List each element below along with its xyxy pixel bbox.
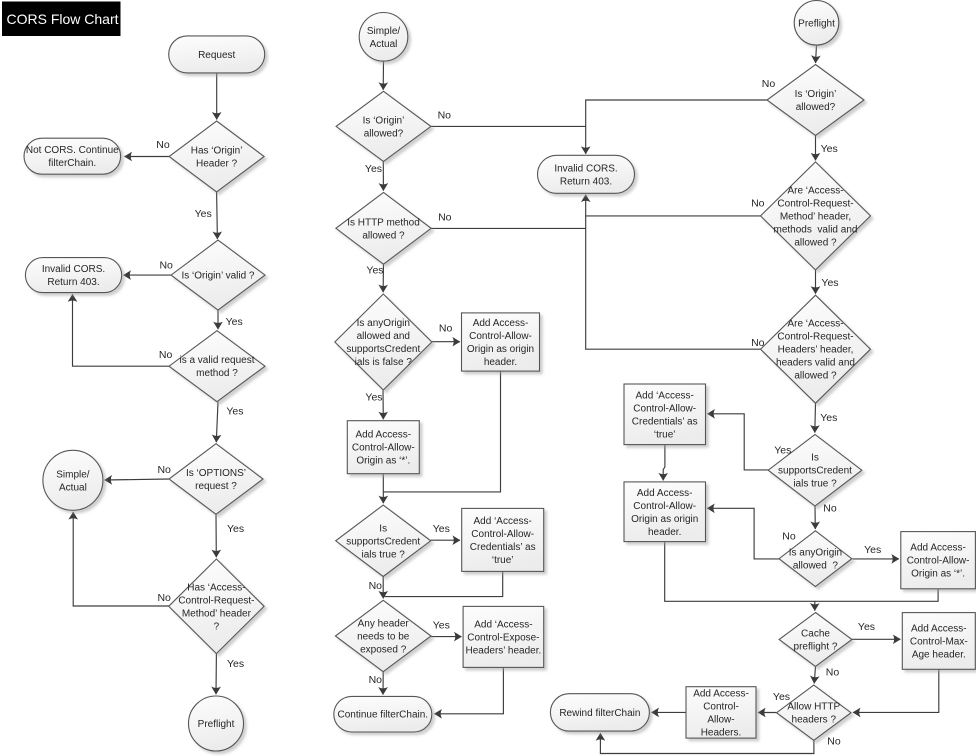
svg-text:Simple/Actual: Simple/Actual <box>367 26 401 50</box>
svg-text:Add Access-Control-Allow-Heade: Add Access-Control-Allow-Headers. <box>693 688 749 738</box>
svg-text:Yes: Yes <box>774 445 791 457</box>
svg-text:Add ‘Access-Control-Allow-Cred: Add ‘Access-Control-Allow-Credentials’ a… <box>632 390 698 440</box>
svg-text:Yes: Yes <box>773 691 790 703</box>
svg-text:Yes: Yes <box>365 391 382 403</box>
svg-text:Add Access-Control-Allow-Origi: Add Access-Control-Allow-Origin as origi… <box>631 488 698 538</box>
svg-text:Yes: Yes <box>195 208 212 220</box>
svg-text:Has ‘Origin’Header ?: Has ‘Origin’Header ? <box>191 146 243 170</box>
svg-text:Is ‘Origin’allowed?: Is ‘Origin’allowed? <box>795 89 837 113</box>
svg-text:No: No <box>751 198 765 210</box>
svg-text:CORS Flow Chart: CORS Flow Chart <box>7 11 119 27</box>
svg-text:Are ‘Access-Control-Request-Me: Are ‘Access-Control-Request-Method’ head… <box>774 185 858 248</box>
svg-text:Yes: Yes <box>226 316 243 328</box>
svg-text:No: No <box>159 349 173 361</box>
svg-text:Are ‘Access-Control-Request-He: Are ‘Access-Control-Request-Headers’ hea… <box>776 319 855 382</box>
svg-text:No: No <box>439 323 453 335</box>
svg-text:Rewind filterChain: Rewind filterChain <box>559 708 640 719</box>
svg-text:No: No <box>762 78 776 90</box>
svg-text:Add Access-Control-Allow-Origi: Add Access-Control-Allow-Origin as ‘*’. <box>907 543 970 580</box>
svg-text:Invalid CORS.Return 403.: Invalid CORS.Return 403. <box>554 163 617 187</box>
svg-text:Yes: Yes <box>227 523 244 535</box>
svg-text:Is ‘Origin’ valid ?: Is ‘Origin’ valid ? <box>182 271 255 282</box>
svg-text:Yes: Yes <box>821 143 838 155</box>
svg-text:No: No <box>156 139 170 151</box>
svg-text:No: No <box>826 666 840 678</box>
svg-text:No: No <box>369 580 383 592</box>
svg-text:Invalid CORS.Return 403.: Invalid CORS.Return 403. <box>42 264 105 288</box>
svg-text:No: No <box>159 259 173 271</box>
svg-text:Yes: Yes <box>433 620 450 632</box>
svg-text:Add Access-Control-Max-Age hea: Add Access-Control-Max-Age header. <box>910 624 968 661</box>
svg-text:Yes: Yes <box>820 412 837 424</box>
svg-text:Continue filterChain.: Continue filterChain. <box>337 710 428 721</box>
svg-text:Simple/Actual: Simple/Actual <box>56 469 90 493</box>
svg-text:Is ‘OPTIONS’request ?: Is ‘OPTIONS’request ? <box>186 468 246 492</box>
svg-text:No: No <box>751 337 765 349</box>
svg-text:Add Access-Control-Allow-Origi: Add Access-Control-Allow-Origin as ‘*’. <box>352 430 415 467</box>
svg-text:Yes: Yes <box>433 523 450 535</box>
svg-text:Yes: Yes <box>864 544 881 556</box>
svg-text:No: No <box>369 674 383 686</box>
svg-text:Add ‘Access-Control-Allow-Cred: Add ‘Access-Control-Allow-Credentials’ a… <box>470 516 536 566</box>
svg-text:No: No <box>157 464 171 476</box>
svg-text:Is ‘Origin’allowed?: Is ‘Origin’allowed? <box>363 115 405 139</box>
svg-text:Preflight: Preflight <box>198 719 235 730</box>
svg-text:Yes: Yes <box>365 163 382 175</box>
svg-text:Request: Request <box>198 50 235 61</box>
svg-text:Add ‘Access-Control-Expose-Hea: Add ‘Access-Control-Expose-Headers’ head… <box>466 619 542 656</box>
svg-text:No: No <box>438 211 452 223</box>
svg-text:Yes: Yes <box>821 277 838 289</box>
svg-text:No: No <box>157 592 171 604</box>
svg-text:Yes: Yes <box>858 621 875 633</box>
svg-text:No: No <box>782 531 796 543</box>
svg-text:Add Access-Control-Allow-Origi: Add Access-Control-Allow-Origin as origi… <box>467 318 534 368</box>
svg-text:Preflight: Preflight <box>798 18 835 29</box>
svg-text:No: No <box>438 109 452 121</box>
svg-text:Has ‘Access-Control-Request-Me: Has ‘Access-Control-Request-Method’ head… <box>178 582 254 632</box>
svg-text:Yes: Yes <box>227 658 244 670</box>
svg-text:No: No <box>823 502 837 514</box>
svg-text:No: No <box>827 735 841 747</box>
svg-text:Yes: Yes <box>226 405 243 417</box>
svg-text:Yes: Yes <box>366 264 383 276</box>
